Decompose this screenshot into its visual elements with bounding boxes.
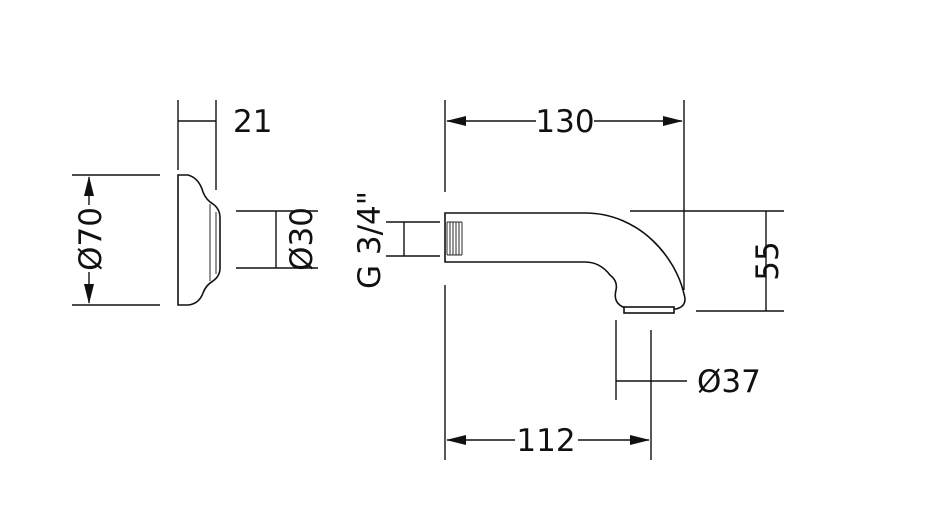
arrowhead <box>446 116 466 126</box>
dim-label-70: Ø70 <box>73 207 109 271</box>
thread-hatch <box>446 221 463 256</box>
arrowhead <box>663 116 683 126</box>
dim-label-112: 112 <box>516 423 575 459</box>
flange-view: 21 Ø70 Ø30 <box>72 100 320 306</box>
dim-label-37: Ø37 <box>697 364 761 400</box>
dim-label-130: 130 <box>535 104 594 140</box>
dim-label-55: 55 <box>750 241 786 280</box>
dim-label-thread: G 3/4" <box>352 191 388 289</box>
flange-profile <box>177 174 221 306</box>
arrowhead <box>630 435 650 445</box>
outlet-aerator <box>623 306 675 314</box>
arrowhead <box>84 284 94 304</box>
spout-view: 130 G 3/4" 55 Ø37 112 <box>352 100 786 460</box>
dim-label-30: Ø30 <box>284 207 320 271</box>
arrowhead <box>446 435 466 445</box>
dim-label-21: 21 <box>233 104 272 140</box>
spout-body <box>444 212 686 310</box>
arrowhead <box>84 176 94 196</box>
